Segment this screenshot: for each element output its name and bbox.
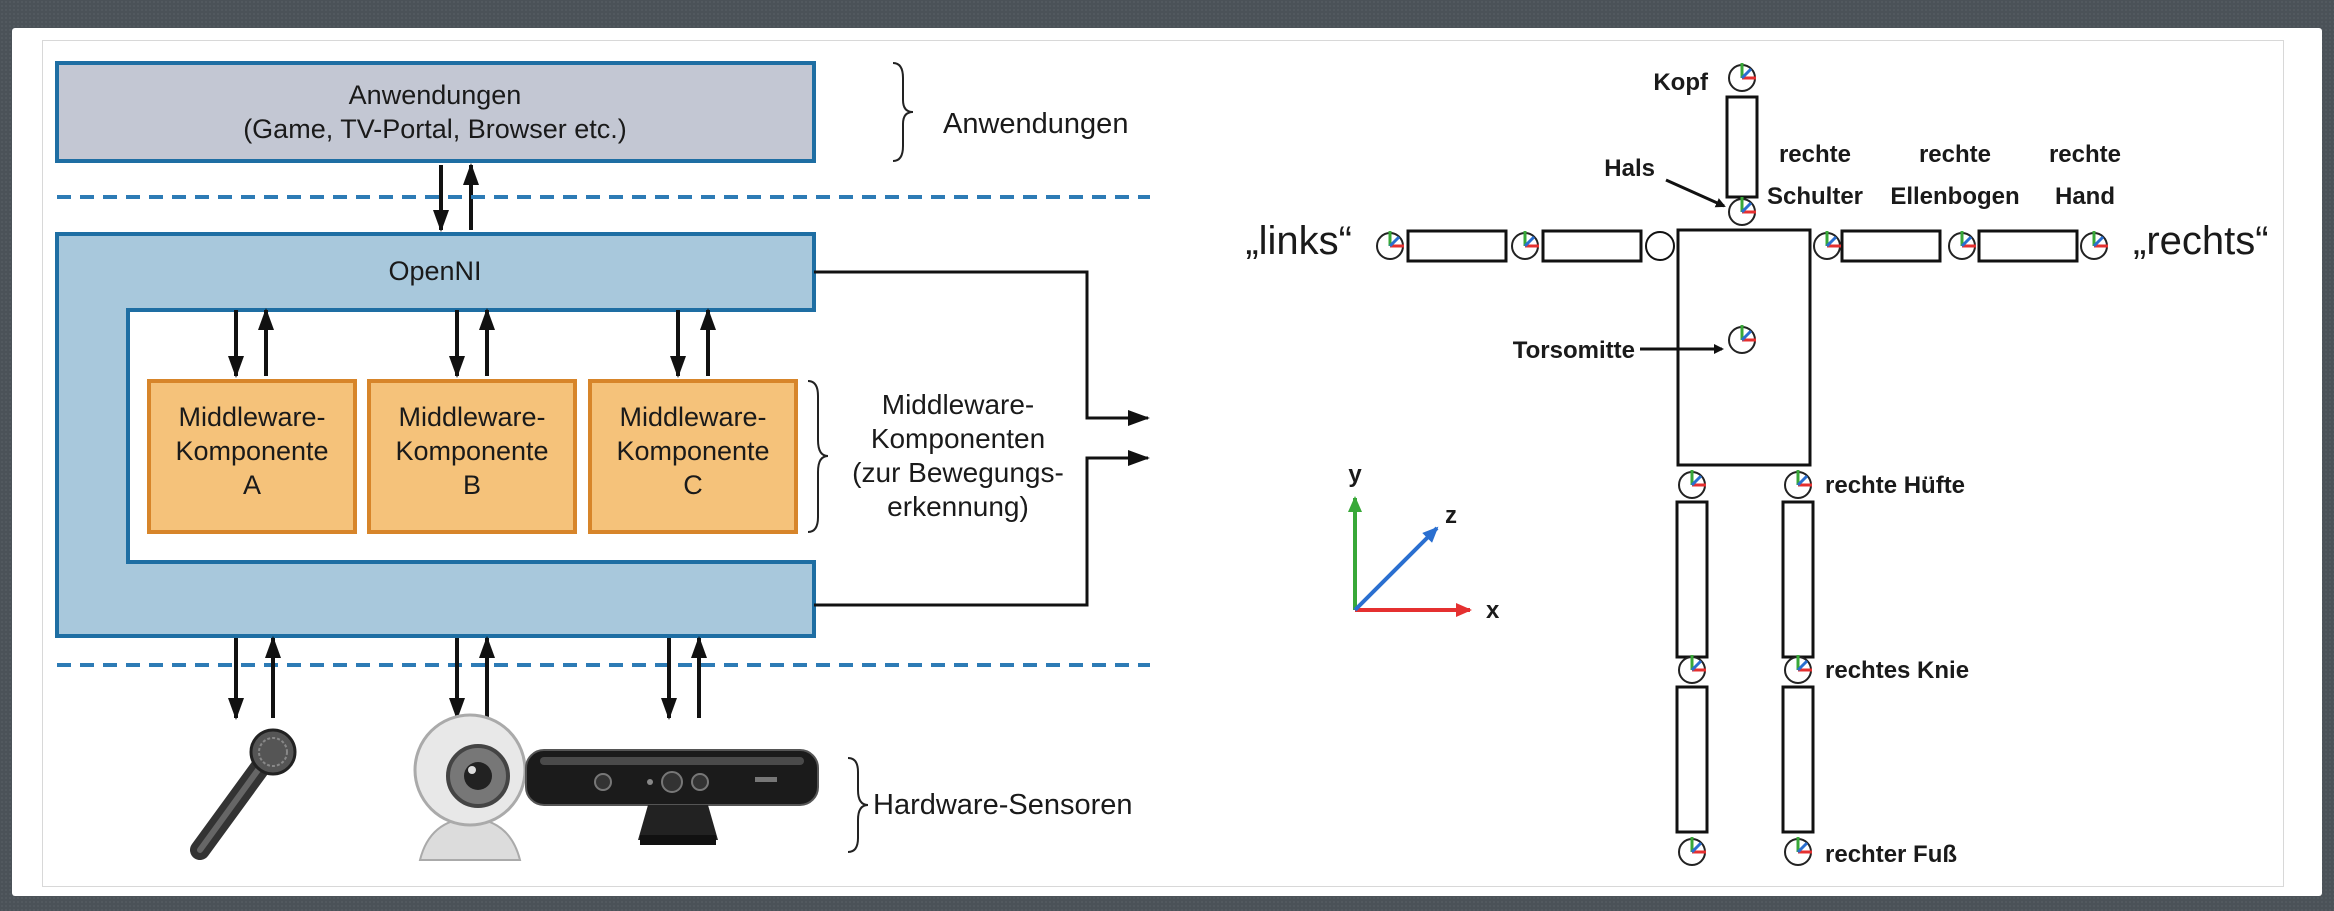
applications-box-title: Anwendungen [349, 80, 522, 110]
left-upper-leg-segment [1675, 500, 1709, 659]
axis-y-label: y [1348, 461, 1362, 488]
component-c-line2: Komponente [616, 436, 769, 466]
applications-box-subtitle: (Game, TV-Portal, Browser etc.) [243, 114, 627, 144]
kinect-sensor-icon [525, 749, 819, 845]
joint-left-hip [1677, 468, 1708, 500]
joint-head [1727, 61, 1758, 93]
label-kopf: Kopf [1653, 69, 1709, 96]
middleware-component-b: Middleware- Komponente B [367, 379, 577, 534]
component-b-line1: Middleware- [398, 402, 545, 432]
component-c-line1: Middleware- [619, 402, 766, 432]
left-upper-arm-segment [1541, 229, 1643, 263]
joint-neck [1727, 195, 1758, 227]
joint-left-foot [1677, 835, 1708, 867]
component-a-line2: Komponente [175, 436, 328, 466]
component-b-line3: B [463, 470, 481, 500]
component-a-line1: Middleware- [178, 402, 325, 432]
coordinate-axes: y x z [1348, 461, 1500, 624]
hardware-layer-label: Hardware-Sensoren [873, 789, 1133, 821]
right-upper-arm-segment [1840, 229, 1942, 263]
middleware-component-c: Middleware- Komponente C [588, 379, 798, 534]
components-label-line2: Komponenten [871, 423, 1045, 454]
label-shoulder-line2: Schulter [1767, 183, 1863, 210]
axis-z [1353, 526, 1439, 612]
left-lower-leg-segment [1675, 685, 1709, 834]
label-hals: Hals [1604, 155, 1655, 182]
middleware-component-a: Middleware- Komponente A [147, 379, 357, 534]
joint-left-knee [1677, 653, 1708, 685]
components-label-line3: (zur Bewegungs- [852, 457, 1064, 488]
component-b-line2: Komponente [395, 436, 548, 466]
joint-right-hand [2079, 229, 2110, 261]
figure-frame [42, 40, 2284, 887]
openni-label: OpenNI [388, 256, 481, 286]
joint-left-elbow [1510, 229, 1541, 261]
joint-right-elbow [1947, 229, 1978, 261]
webcam-icon [413, 713, 527, 861]
components-brace [807, 380, 829, 533]
axis-x-label: x [1486, 597, 1500, 624]
left-forearm-segment [1406, 229, 1508, 263]
right-lower-leg-segment [1781, 685, 1815, 834]
label-torsomitte: Torsomitte [1513, 337, 1635, 364]
applications-brace [892, 62, 914, 162]
neck-segment [1725, 95, 1759, 199]
label-hand-line1: rechte [2049, 141, 2121, 168]
joint-right-hip [1783, 468, 1814, 500]
label-shoulder-line1: rechte [1779, 141, 1851, 168]
left-shoulder-connector [1645, 231, 1675, 261]
joint-right-knee [1783, 653, 1814, 685]
joint-left-hand [1375, 229, 1406, 261]
label-links: „links“ [1245, 219, 1352, 263]
component-a-line3: A [243, 470, 261, 500]
label-hand-line2: Hand [2055, 183, 2115, 210]
joint-right-shoulder [1812, 229, 1843, 261]
component-c-line3: C [683, 470, 703, 500]
joint-right-foot [1783, 835, 1814, 867]
label-hip: rechte Hüfte [1825, 472, 1965, 499]
microphone-icon [190, 728, 297, 860]
label-elbow-line1: rechte [1919, 141, 1991, 168]
label-elbow-line2: Ellenbogen [1890, 183, 2019, 210]
label-rechts: „rechts“ [2133, 219, 2269, 263]
connector-upper [814, 270, 1150, 426]
label-foot: rechter Fuß [1825, 841, 1957, 868]
axis-z-label: z [1445, 502, 1457, 529]
skeleton-diagram: Kopf Hals rechte Schulter rechte Ellenbo… [1245, 61, 2269, 868]
connector-lower [814, 450, 1150, 607]
components-label-line1: Middleware- [882, 389, 1035, 420]
openni-frame [55, 232, 816, 638]
hals-pointer [1665, 178, 1726, 208]
right-upper-leg-segment [1781, 500, 1815, 659]
components-label-line4: erkennung) [887, 491, 1029, 522]
label-knee: rechtes Knie [1825, 657, 1969, 684]
applications-box [55, 61, 816, 163]
hardware-brace [847, 757, 869, 853]
architecture-diagram: Anwendungen (Game, TV-Portal, Browser et… [55, 61, 1150, 861]
applications-layer-label: Anwendungen [943, 108, 1128, 140]
right-forearm-segment [1977, 229, 2079, 263]
